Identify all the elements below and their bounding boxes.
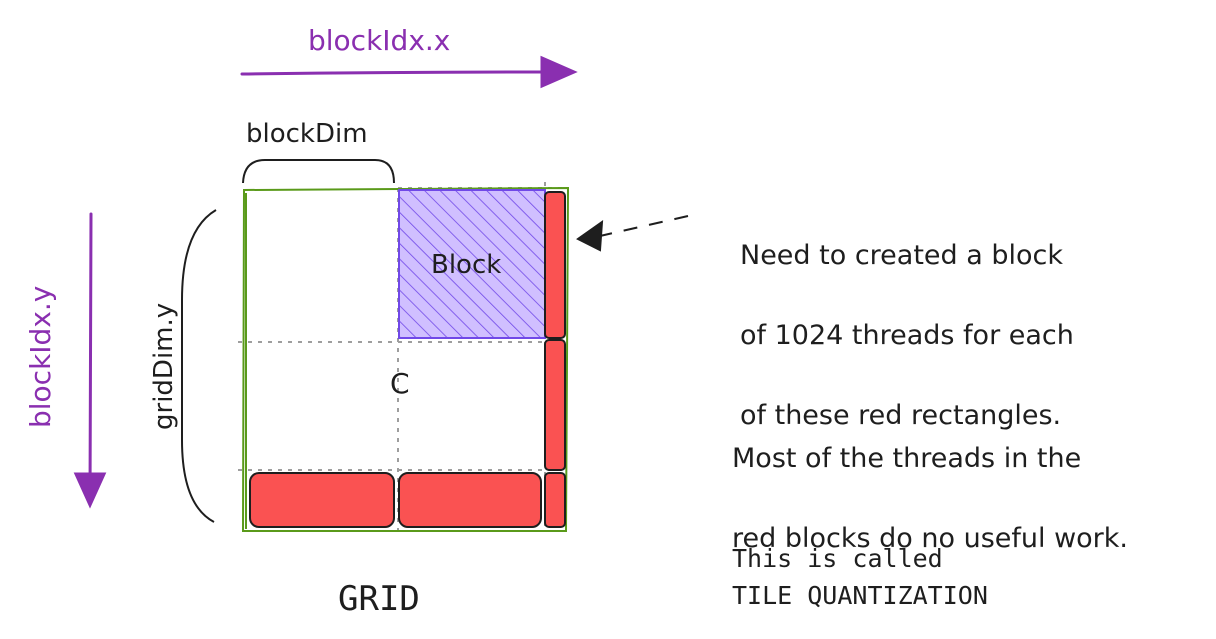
red-tiles bbox=[249, 191, 566, 528]
grid-dim-y-label: gridDim.y bbox=[149, 303, 179, 430]
called-line: This is called bbox=[732, 544, 943, 573]
useful-work-note: Most of the threads in the red blocks do… bbox=[732, 399, 1128, 599]
block-dim-label: blockDim bbox=[246, 119, 368, 149]
useful-work-note-line-1: Most of the threads in the bbox=[732, 443, 1082, 474]
block-idx-y-label: blockIdx.y bbox=[24, 286, 57, 428]
red-tile-right-top bbox=[544, 191, 566, 339]
red-tile-right-middle bbox=[544, 339, 566, 471]
tile-quantization-term: TILE QUANTIZATION bbox=[732, 581, 988, 610]
highlighted-block bbox=[398, 189, 546, 339]
pointer-arrow bbox=[576, 215, 689, 252]
threads-note-line-1: Need to created a block bbox=[740, 240, 1064, 271]
threads-note: Need to created a block of 1024 threads … bbox=[740, 196, 1074, 476]
threads-note-line-2: of 1024 threads for each bbox=[740, 320, 1074, 351]
grid-dim-y-brace bbox=[181, 209, 217, 523]
red-tile-bottom-middle bbox=[398, 472, 542, 528]
red-tile-bottom-left bbox=[249, 472, 395, 528]
threads-note-line-3: of these red rectangles. bbox=[740, 400, 1062, 431]
matrix-c-label: C bbox=[390, 367, 410, 400]
block-idx-y-arrow bbox=[73, 212, 107, 509]
block-idx-x-label: blockIdx.x bbox=[308, 24, 450, 57]
block-dim-brace bbox=[242, 159, 395, 184]
red-tile-corner bbox=[544, 472, 566, 528]
block-label: Block bbox=[431, 250, 501, 280]
block-idx-x-arrow bbox=[240, 55, 578, 89]
matrix-c-outline bbox=[241, 186, 570, 532]
useful-work-note-line-2: red blocks do no useful work. bbox=[732, 523, 1128, 554]
tile-quantization-note: This is called TILE QUANTIZATION bbox=[732, 540, 988, 614]
grid-caption: GRID bbox=[338, 579, 420, 619]
